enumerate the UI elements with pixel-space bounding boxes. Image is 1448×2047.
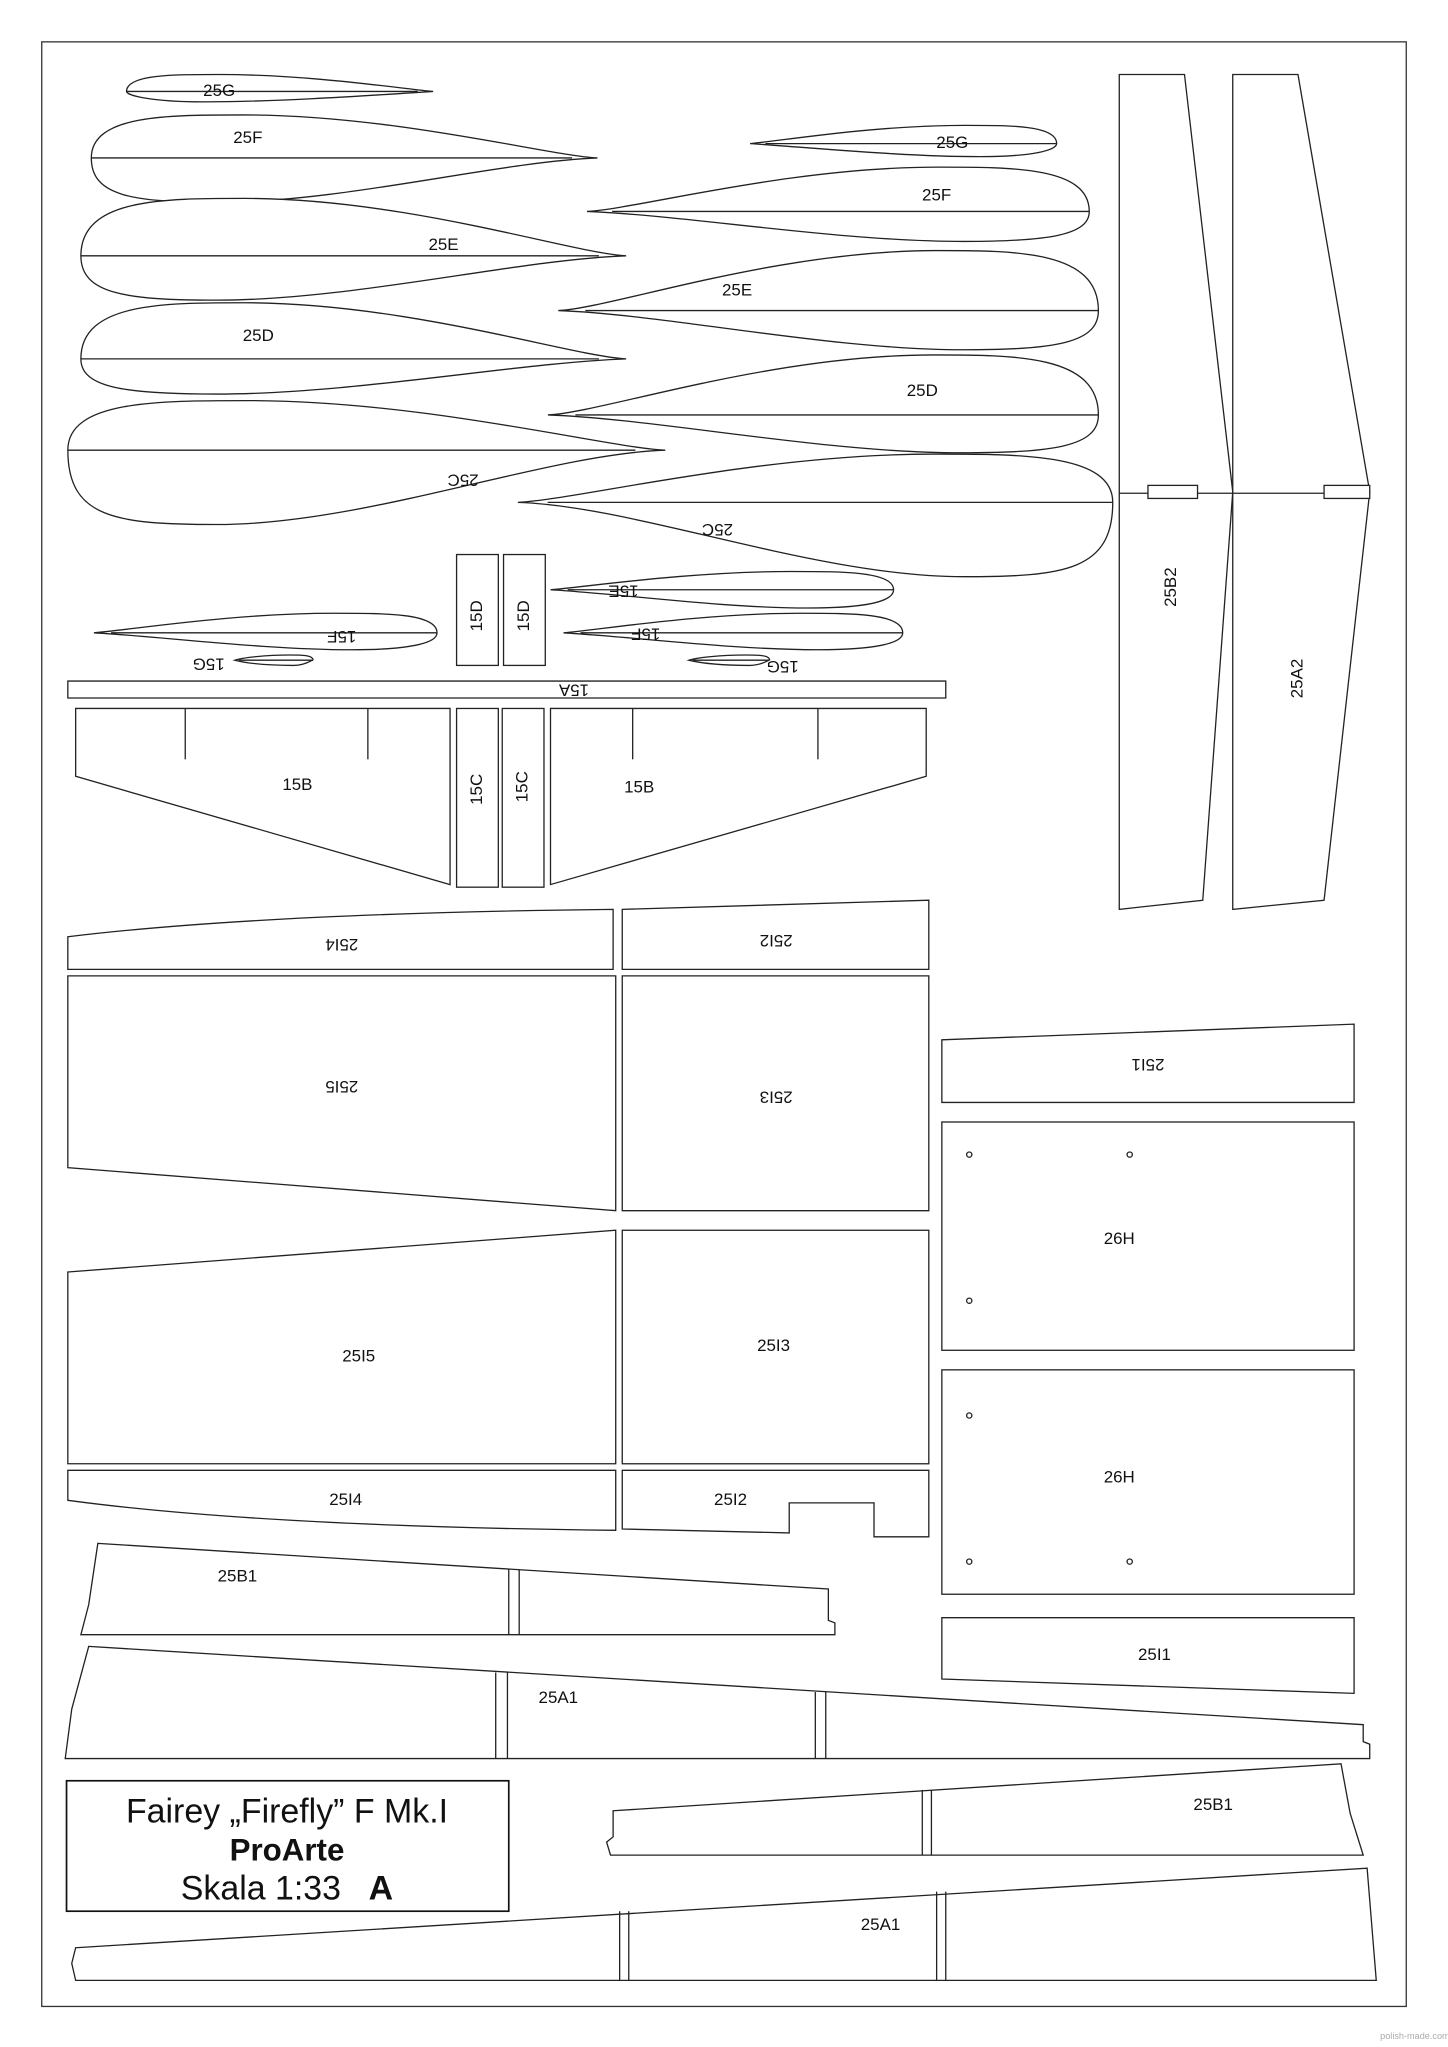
part-label: 25G (203, 81, 235, 100)
part-25G_l (125, 73, 434, 103)
part-label: 15C (513, 771, 532, 802)
tab-slot (1323, 484, 1371, 500)
part-25E_r (558, 249, 1100, 351)
part-label: 25C (448, 470, 479, 489)
hole-mark (1126, 1558, 1133, 1565)
part-25I4-top (67, 908, 614, 971)
part-label: 15D (514, 600, 533, 631)
part-label: 25I2 (760, 931, 793, 950)
hole-mark (965, 1151, 973, 1158)
part-25D_l (80, 302, 627, 395)
part-15D (455, 553, 499, 667)
part-25C_r (517, 453, 1114, 578)
part-26H (941, 1369, 1355, 1595)
part-label: 25I3 (757, 1336, 790, 1355)
publisher: ProArte (230, 1832, 345, 1867)
part-label: 25E (428, 235, 458, 254)
part-15C (455, 707, 499, 888)
part-label: 25A1 (539, 1688, 579, 1707)
part-25I1-top (941, 1023, 1355, 1104)
part-25D_r (547, 354, 1100, 454)
part-label: 25I2 (714, 1490, 747, 1509)
part-label: 15G (767, 657, 799, 676)
part-15A (67, 680, 947, 699)
part-label: 15C (467, 774, 486, 805)
hole-mark (965, 1412, 973, 1419)
part-label: 25B1 (218, 1567, 258, 1586)
part-25G_r (750, 124, 1058, 158)
part-25A1 (64, 1645, 1371, 1760)
part-label: 26H (1104, 1229, 1135, 1248)
hole-mark (965, 1297, 973, 1304)
part-25I3 (621, 1229, 930, 1465)
part-25E_l (80, 197, 627, 301)
part-25I2 (621, 1469, 930, 1538)
part-label: 25F (233, 128, 262, 147)
part-25I2-top (621, 899, 930, 971)
part-label: 25G (936, 133, 968, 152)
part-label: 15A (558, 680, 589, 699)
part-label: 25I5 (342, 1346, 375, 1365)
part-25I5-top (67, 975, 617, 1212)
hole-mark (965, 1558, 973, 1565)
part-25I5 (67, 1229, 617, 1465)
part-25C_l (67, 399, 666, 526)
scale: Skala 1:33 (181, 1869, 341, 1907)
part-label: 25I3 (760, 1087, 793, 1106)
part-label: 15D (467, 600, 486, 631)
part-label: 26H (1104, 1468, 1135, 1487)
part-15F_r (563, 612, 904, 651)
part-label: 25I4 (325, 935, 358, 954)
part-15B-left (75, 707, 451, 886)
part-15B-right (549, 707, 927, 886)
part-label: 15B (282, 775, 312, 794)
part-label: 15E (608, 581, 638, 600)
part-label: 25A1 (861, 1915, 901, 1934)
part-label: 25B2 (1161, 567, 1180, 607)
part-15C (501, 707, 545, 888)
part-26H (941, 1121, 1355, 1351)
watermark: polish-made.com (1380, 2031, 1448, 2041)
hole-mark (1126, 1151, 1133, 1158)
part-15F_l (93, 612, 438, 651)
part-25I1 (941, 1617, 1355, 1695)
sheet-letter: A (369, 1869, 394, 1907)
part-label: 25B1 (1193, 1795, 1233, 1814)
part-label: 25A2 (1287, 659, 1306, 699)
tab-slot (1147, 484, 1199, 500)
part-15D (502, 553, 546, 667)
part-25A1 (71, 1867, 1377, 1982)
part-label: 25C (702, 520, 733, 539)
model-name: Fairey „Firefly” F Mk.I (126, 1793, 448, 1831)
part-25F_r (586, 166, 1090, 243)
part-25B1 (605, 1763, 1365, 1856)
part-label: 25E (722, 281, 752, 300)
part-label: 25I1 (1131, 1055, 1164, 1074)
part-label: 25I4 (329, 1490, 362, 1509)
part-25I4 (67, 1469, 617, 1531)
part-label: 15F (327, 627, 356, 646)
part-25I3-top (621, 975, 930, 1212)
part-label: 15G (193, 654, 225, 673)
part-label: 25I1 (1138, 1645, 1171, 1664)
part-label: 25D (907, 381, 938, 400)
airfoil-ribs: 25G 25F 25E 25D 25C 25G 25F 25E 25D 25C 15E 15F 15F 1… (67, 73, 1114, 676)
part-label: 25I5 (325, 1077, 358, 1096)
part-25A2 (1232, 73, 1371, 911)
part-label: 15F (631, 624, 660, 643)
part-label: 25F (922, 185, 951, 204)
part-25B1 (80, 1542, 836, 1636)
part-label: 25D (243, 326, 274, 345)
part-label: 15B (624, 778, 654, 797)
title-block (65, 1779, 510, 1913)
